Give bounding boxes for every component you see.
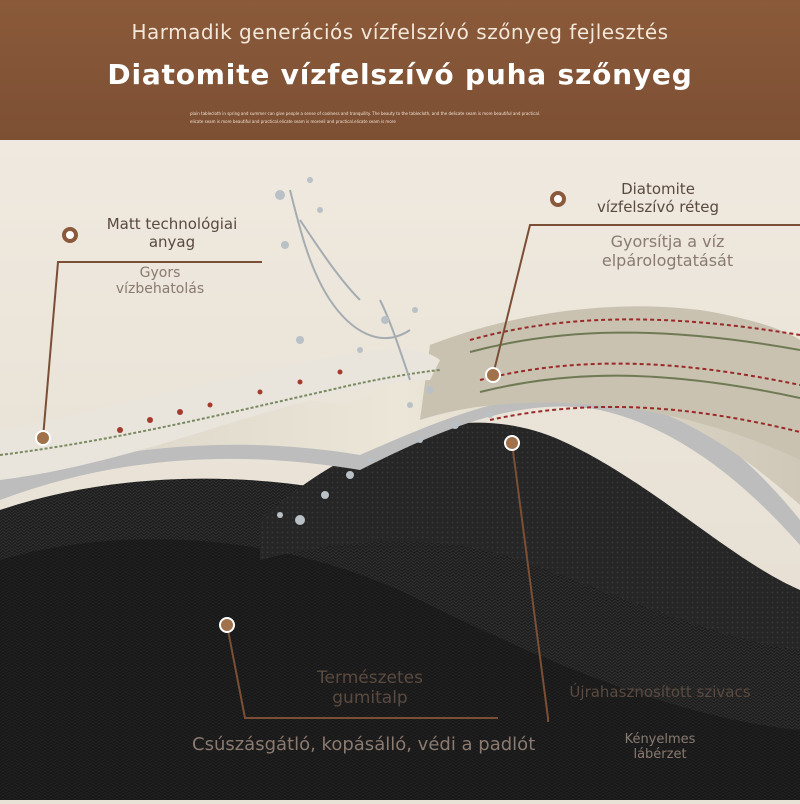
fine-print-line-1: plain tablecloth in spring and summer ca…	[190, 111, 541, 116]
fine-print-line-2: elicate seam is more beautiful and pract…	[190, 119, 396, 124]
header-fine-print: plain tablecloth in spring and summer ca…	[190, 110, 610, 126]
label-matt: Matt technológiai anyag	[92, 215, 252, 251]
patterned-top-layer	[420, 306, 800, 460]
water-droplets	[275, 177, 493, 525]
label-rubber: Természetes gumitalp	[300, 668, 440, 708]
header-banner: Harmadik generációs vízfelszívó szőnyeg …	[0, 0, 800, 140]
label-diatomite-desc: Gyorsítja a víz elpárologtatását	[585, 232, 750, 270]
mat-layers-illustration	[0, 140, 800, 800]
sponge-layer	[260, 422, 800, 650]
front-sheet	[0, 349, 440, 480]
label-matt-desc-text: Gyors vízbehatolás	[115, 265, 205, 297]
label-rubber-title: Természetes gumitalp	[317, 668, 423, 708]
front-sheet-pattern	[117, 369, 343, 433]
leader-lines	[42, 224, 800, 722]
grey-sheet-edge	[0, 374, 800, 545]
woven-stripes	[469, 318, 800, 433]
label-sponge: Újrahasznosított szivacs	[560, 683, 760, 701]
water-splash-icon	[289, 189, 411, 381]
header-subtitle: Harmadik generációs vízfelszívó szőnyeg …	[131, 20, 669, 44]
callout-dot-icon	[35, 367, 520, 633]
label-sponge-desc: Kényelmes lábérzet	[600, 732, 720, 762]
label-rubber-desc: Csúszásgátló, kopásálló, védi a padlót	[192, 734, 572, 755]
rubber-base-shadow	[0, 539, 800, 800]
label-rubber-desc-text: Csúszásgátló, kopásálló, védi a padlót	[192, 734, 536, 755]
label-diatomite-title: Diatomite vízfelszívó réteg	[597, 180, 719, 216]
label-sponge-desc-text: Kényelmes lábérzet	[624, 732, 696, 762]
label-diatomite: Diatomite vízfelszívó réteg	[588, 180, 728, 216]
label-matt-desc: Gyors vízbehatolás	[110, 265, 210, 297]
front-sheet-border	[0, 369, 441, 456]
label-matt-title: Matt technológiai anyag	[106, 215, 238, 251]
label-diatomite-desc-text: Gyorsítja a víz elpárologtatását	[601, 232, 734, 270]
title-dot-icon	[62, 191, 566, 243]
header-title: Diatomite vízfelszívó puha szőnyeg	[107, 58, 693, 91]
label-sponge-title: Újrahasznosított szivacs	[569, 683, 751, 701]
product-illustration: Matt technológiai anyag Gyors vízbehatol…	[0, 140, 800, 800]
